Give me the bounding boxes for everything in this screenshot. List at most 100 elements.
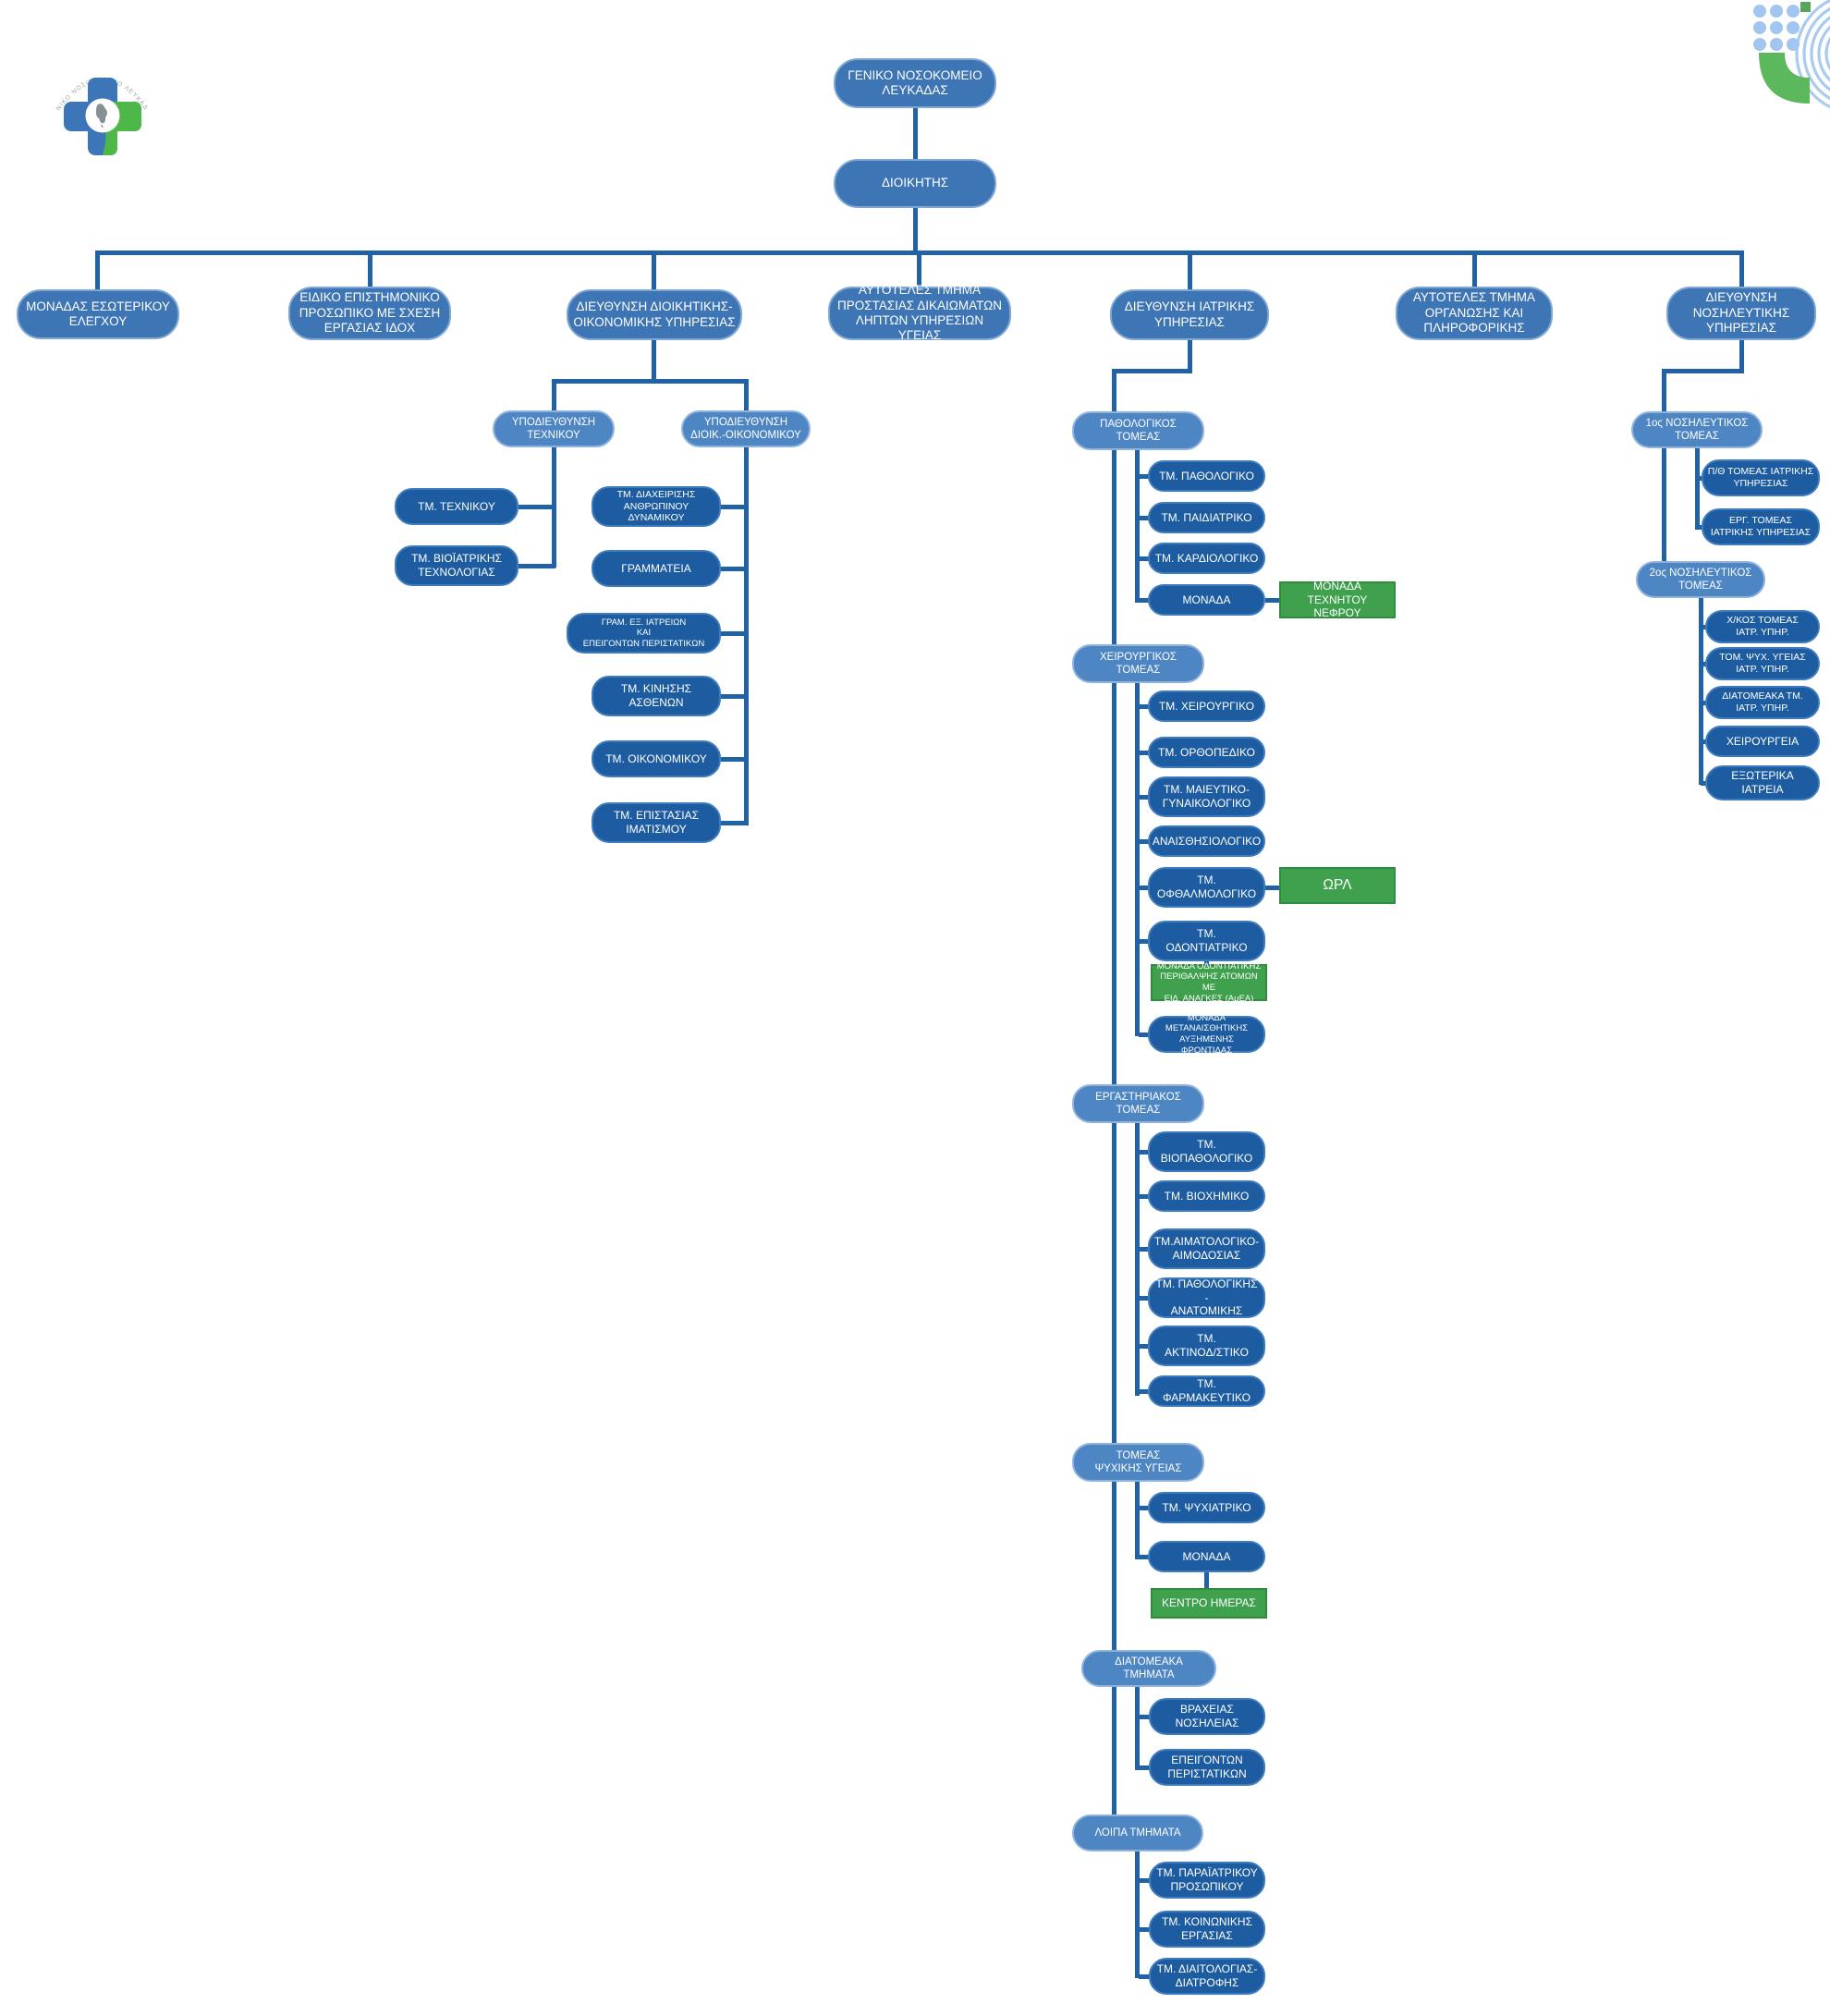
island-icon <box>96 104 107 128</box>
org-node-gram-ex-iatreion: ΓΡΑΜ. ΕΞ. ΙΑΤΡΕΙΩΝ ΚΑΙ ΕΠΕΙΓΟΝΤΩΝ ΠΕΡΙΣΤ… <box>567 613 721 654</box>
connector-line <box>1135 450 1140 603</box>
org-node-tm-oikonomikou: ΤΜ. ΟΙΚΟΝΟΜΙΚΟΥ <box>592 740 721 777</box>
org-node-braxeias-nosileias: ΒΡΑΧΕΙΑΣ ΝΟΣΗΛΕΙΑΣ <box>1149 1698 1265 1735</box>
org-node-aytoteles-tmima-organosis: ΑΥΤΟΤΕΛΕΣ ΤΜΗΜΑ ΟΡΓΑΝΩΣΗΣ ΚΑΙ ΠΛΗΡΟΦΟΡΙΚ… <box>1396 287 1553 340</box>
org-node-xeirourgikos-tomeas: ΧΕΙΡΟΥΡΓΙΚΟΣ ΤΟΜΕΑΣ <box>1072 644 1204 683</box>
connector-line <box>1139 1032 1152 1037</box>
org-node-monada-pathologikou: ΜΟΝΑΔΑ <box>1148 584 1265 616</box>
connector-line <box>518 564 555 568</box>
connector-line <box>1139 474 1152 479</box>
org-node-tomeas-psyxikis-ygeias: ΤΟΜΕΑΣ ΨΥΧΙΚΗΣ ΥΓΕΙΑΣ <box>1072 1443 1204 1482</box>
connector-line <box>1139 1296 1152 1301</box>
org-node-ergastiriakos-tomeas: ΕΡΓΑΣΤΗΡΙΑΚΟΣ ΤΟΜΕΑΣ <box>1072 1084 1204 1123</box>
org-node-pth-tomeas-iatrikis: Π/Θ ΤΟΜΕΑΣ ΙΑΤΡΙΚΗΣ ΥΠΗΡΕΣΙΑΣ <box>1702 459 1820 496</box>
org-node-epeigonton-peristatikon: ΕΠΕΙΓΟΝΤΩΝ ΠΕΡΙΣΤΑΤΙΚΩΝ <box>1149 1749 1265 1786</box>
org-node-orl: ΩΡΛ <box>1279 867 1396 904</box>
org-node-anaisthisiologiko: ΑΝΑΙΣΘΗΣΙΟΛΟΓΙΚΟ <box>1148 825 1265 857</box>
connector-line <box>1135 1123 1140 1396</box>
org-node-diatomeaka-tmimata: ΔΙΑΤΟΜΕΑΚΑ ΤΜΗΜΑΤΑ <box>1081 1650 1216 1687</box>
org-node-tm-aimatologiko-aimodosias: ΤΜ.ΑΙΜΑΤΟΛΟΓΙΚΟ- ΑΙΜΟΔΟΣΙΑΣ <box>1148 1228 1265 1269</box>
org-node-tm-ofthalmologiko: ΤΜ. ΟΦΘΑΛΜΟΛΟΓΙΚΟ <box>1148 867 1265 908</box>
org-node-dieythynsi-dioikitikis-oikonomikis: ΔΙΕΥΘΥΝΣΗ ΔΙΟΙΚΗΤΙΚΗΣ- ΟΙΚΟΝΟΜΙΚΗΣ ΥΠΗΡΕ… <box>567 289 742 340</box>
connector-line <box>1139 1389 1152 1394</box>
org-node-1os-nosileytikos-tomeas: 1ος ΝΟΣΗΛΕΥΤΙΚΟΣ ΤΟΜΕΑΣ <box>1631 411 1763 448</box>
connector-line <box>721 694 747 699</box>
hospital-logo: ΓΕΝΙΚΟ ΝΟΣΟΚΟΜΕΙΟ ΛΕΥΚΑΔΑΣ <box>46 46 148 155</box>
decor-logo <box>1753 0 1830 109</box>
connector-line <box>652 250 656 291</box>
connector-line <box>1139 1194 1152 1199</box>
org-node-tm-koinonikis-ergasias: ΤΜ. ΚΟΙΝΩΝΙΚΗΣ ΕΡΓΑΣΙΑΣ <box>1149 1911 1265 1948</box>
green-square-icon <box>1800 2 1811 12</box>
connector-line <box>652 340 656 383</box>
org-node-ypodieythynsi-dioik-oikonomikou: ΥΠΟΔΙΕΥΘΥΝΣΗ ΔΙΟΙΚ.-ΟΙΚΟΝΟΜΙΚΟΥ <box>681 410 811 447</box>
connector-line <box>1662 369 1666 565</box>
connector-line <box>1701 662 1708 666</box>
org-node-monada-psyxikis: ΜΟΝΑΔΑ <box>1148 1541 1265 1572</box>
org-node-tm-diaitologias-diatrofis: ΤΜ. ΔΙΑΙΤΟΛΟΓΙΑΣ- ΔΙΑΤΡΟΦΗΣ <box>1149 1958 1265 1995</box>
connector-line <box>913 208 918 254</box>
connector-line <box>1695 448 1700 530</box>
connector-line <box>1188 250 1192 291</box>
org-node-monada-odontiatikis-perithalpsis: ΜΟΝΑΔΑ ΟΔΟΝΤΙΑΤΙΚΗΣ ΠΕΡΙΘΑΛΨΗΣ ΑΤΟΜΩΝ ΜΕ… <box>1151 961 1267 1004</box>
connector-line <box>1139 1715 1152 1719</box>
org-node-dieythynsi-iatrikis: ΔΙΕΥΘΥΝΣΗ ΙΑΤΡΙΚΗΣ ΥΠΗΡΕΣΙΑΣ <box>1110 289 1269 340</box>
org-node-tm-bioiatrikis-texnologias: ΤΜ. ΒΙΟΪΑΤΡΙΚΗΣ ΤΕΧΝΟΛΟΓΙΑΣ <box>395 545 518 586</box>
connector-line <box>721 505 747 509</box>
concentric-rings-icon <box>1795 0 1830 109</box>
connector-line <box>1139 1878 1152 1883</box>
org-node-kentro-imeras: ΚΕΝΤΡΟ ΗΜΕΡΑΣ <box>1151 1588 1267 1619</box>
org-node-monadas-esoterikou-elegxou: ΜΟΝΑΔΑΣ ΕΣΩΤΕΡΙΚΟΥ ΕΛΕΓΧΟΥ <box>17 289 179 339</box>
connector-line <box>913 108 918 159</box>
org-node-loipa-tmimata: ΛΟΙΠΑ ΤΜΗΜΑΤΑ <box>1072 1814 1203 1851</box>
connector-line <box>518 505 555 509</box>
org-node-tm-maieytiko-gynaikologiko: ΤΜ. ΜΑΙΕΥΤΙΚΟ- ΓΥΝΑΙΚΟΛΟΓΙΚΟ <box>1148 776 1265 817</box>
org-node-dieythynsi-nosileytikis: ΔΙΕΥΘΥΝΣΗ ΝΟΣΗΛΕΥΤΙΚΗΣ ΥΠΗΡΕΣΙΑΣ <box>1666 287 1816 340</box>
connector-line <box>917 250 921 288</box>
connector-line <box>1204 1570 1209 1590</box>
org-node-tm-psyxiatriko: ΤΜ. ΨΥΧΙΑΤΡΙΚΟ <box>1148 1492 1265 1523</box>
connector-line <box>1135 1687 1140 1770</box>
org-node-exoterika-iatreia: ΕΞΩΤΕΡΙΚΑ ΙΑΤΡΕΙΑ <box>1705 765 1820 800</box>
green-arc-icon <box>1759 53 1810 104</box>
connector-line <box>1139 1150 1152 1155</box>
connector-line <box>1188 340 1192 373</box>
connector-line <box>1662 369 1744 373</box>
connector-line <box>1135 683 1140 1036</box>
org-node-diatomeaka-tm-iatr: ΔΙΑΤΟΜΕΑΚΑ ΤΜ. ΙΑΤΡ. ΥΠΗΡ. <box>1705 686 1820 719</box>
connector-line <box>744 447 749 825</box>
org-node-tm-paidiatriko: ΤΜ. ΠΑΙΔΙΑΤΡΙΚΟ <box>1148 502 1265 533</box>
org-node-ypodieythynsi-texnikou: ΥΠΟΔΙΕΥΘΥΝΣΗ ΤΕΧΝΙΚΟΥ <box>493 410 615 447</box>
org-node-tm-xeirourgiko: ΤΜ. ΧΕΙΡΟΥΡΓΙΚΟ <box>1148 690 1265 722</box>
connector-line <box>1112 369 1192 373</box>
connector-line <box>1139 886 1152 890</box>
org-node-xeirourgeia: ΧΕΙΡΟΥΡΓΕΙΑ <box>1705 726 1820 757</box>
connector-line <box>721 757 747 762</box>
dots-grid-icon <box>1753 5 1800 51</box>
connector-line <box>721 631 747 636</box>
org-node-tm-bioximiko: ΤΜ. ΒΙΟΧΗΜΙΚΟ <box>1148 1180 1265 1212</box>
connector-line <box>721 821 747 825</box>
connector-line <box>1139 1555 1152 1559</box>
org-node-eidiko-epistimoniko-prosopiko: ΕΙΔΙΚΟ ΕΠΙΣΤΗΜΟΝΙΚΟ ΠΡΟΣΩΠΙΚΟ ΜΕ ΣΧΕΣΗ Ε… <box>288 287 451 340</box>
org-node-tm-aktinodiagnostiko: ΤΜ. ΑΚΤΙΝΟΔ/ΣΤΙΚΟ <box>1148 1326 1265 1366</box>
connector-line <box>1265 598 1279 603</box>
connector-line <box>1739 250 1744 288</box>
org-node-tm-orthopediko: ΤΜ. ΟΡΘΟΠΕΔΙΚΟ <box>1148 737 1265 768</box>
org-node-tm-odontiatriko: ΤΜ. ΟΔΟΝΤΙΑΤΡΙΚΟ <box>1148 921 1265 961</box>
connector-line <box>1699 598 1703 785</box>
org-node-grammateia: ΓΡΑΜΜΑΤΕΙΑ <box>592 550 721 587</box>
connector-line <box>368 250 372 288</box>
connector-line <box>552 379 749 384</box>
connector-line <box>1701 739 1708 744</box>
connector-line <box>1139 1766 1152 1770</box>
connector-line <box>1139 1247 1152 1252</box>
connector-line <box>1139 1344 1152 1349</box>
org-node-tm-epistasias-imatismou: ΤΜ. ΕΠΙΣΤΑΣΙΑΣ ΙΜΑΤΙΣΜΟΥ <box>592 802 721 843</box>
connector-line <box>1139 1927 1152 1932</box>
connector-line <box>721 567 747 571</box>
org-node-tm-paraiatrikou-prosopikou: ΤΜ. ΠΑΡΑΪΑΤΡΙΚΟΥ ΠΡΟΣΩΠΙΚΟΥ <box>1149 1862 1265 1899</box>
connector-line <box>1472 250 1477 288</box>
org-node-tom-psyx-ygeias-iatr: ΤΟΜ. ΨΥΧ. ΥΓΕΙΑΣ ΙΑΤΡ. ΥΠΗΡ. <box>1705 647 1820 680</box>
